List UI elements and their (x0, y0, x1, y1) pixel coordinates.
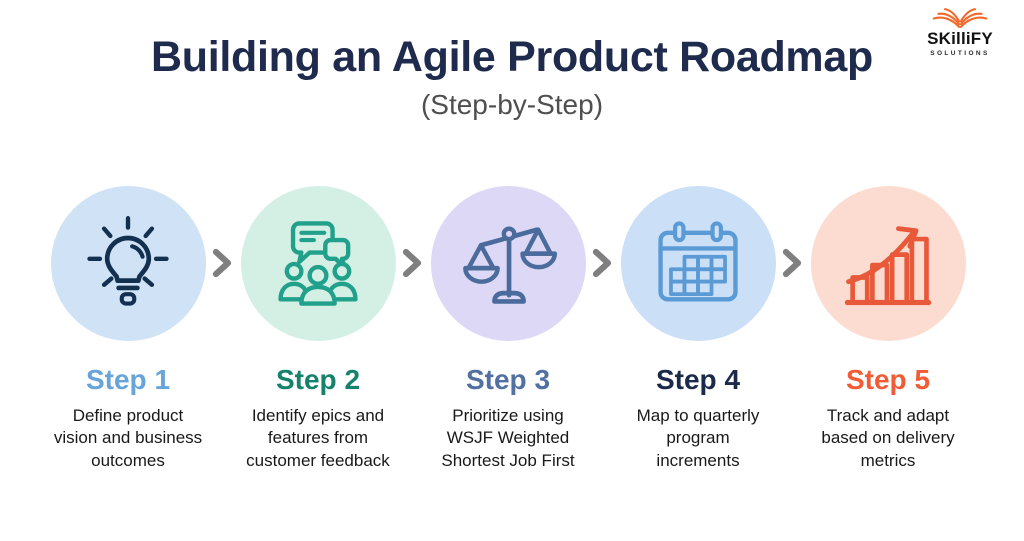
step-column-2: Step 2 Identify epics and features from … (223, 186, 413, 472)
step-column-5: Step 5 Track and adapt based on delivery… (793, 186, 983, 472)
step-label: Step 4 (655, 364, 741, 395)
step-label: Step 2 (275, 364, 361, 395)
balance-scale-icon (463, 225, 558, 304)
lightbulb-icon (87, 215, 169, 306)
step-description: Map to quarterly program increments (636, 406, 760, 470)
chevron-right-icon (402, 248, 424, 278)
steps-row: Step 1 Define product vision and busines… (33, 186, 983, 472)
step-column-1: Step 1 Define product vision and busines… (33, 186, 223, 472)
growth-chart-icon (844, 225, 932, 305)
open-book-icon (932, 8, 988, 28)
calendar-icon (658, 220, 738, 302)
page-title: Building an Agile Product Roadmap (151, 33, 873, 81)
chevron-right-icon (782, 248, 804, 278)
step-circle (620, 186, 776, 341)
step-circle (240, 186, 396, 341)
chevron-right-icon (592, 248, 614, 278)
step-column-3: Step 3 Prioritize using WSJF Weighted Sh… (413, 186, 603, 472)
step-description: Track and adapt based on delivery metric… (821, 406, 955, 470)
step-description: Identify epics and features from custome… (246, 406, 390, 470)
step-label: Step 3 (465, 364, 551, 395)
chevron-right-icon (212, 248, 234, 278)
step-label: Step 5 (845, 364, 931, 395)
step-description: Prioritize using WSJF Weighted Shortest … (441, 406, 575, 470)
brand-logo: SKilliFY SOLUTIONS (908, 6, 1012, 57)
team-discussion-icon (278, 220, 358, 306)
step-circle (430, 186, 586, 341)
step-circle (810, 186, 966, 341)
step-description: Define product vision and business outco… (53, 406, 203, 470)
step-circle (50, 186, 206, 341)
step-label: Step 1 (85, 364, 171, 395)
page-subtitle: (Step-by-Step) (420, 89, 604, 120)
brand-name: SKilliFY (927, 29, 993, 48)
brand-tagline: SOLUTIONS (930, 50, 990, 57)
step-column-4: Step 4 Map to quarterly program incremen… (603, 186, 793, 472)
